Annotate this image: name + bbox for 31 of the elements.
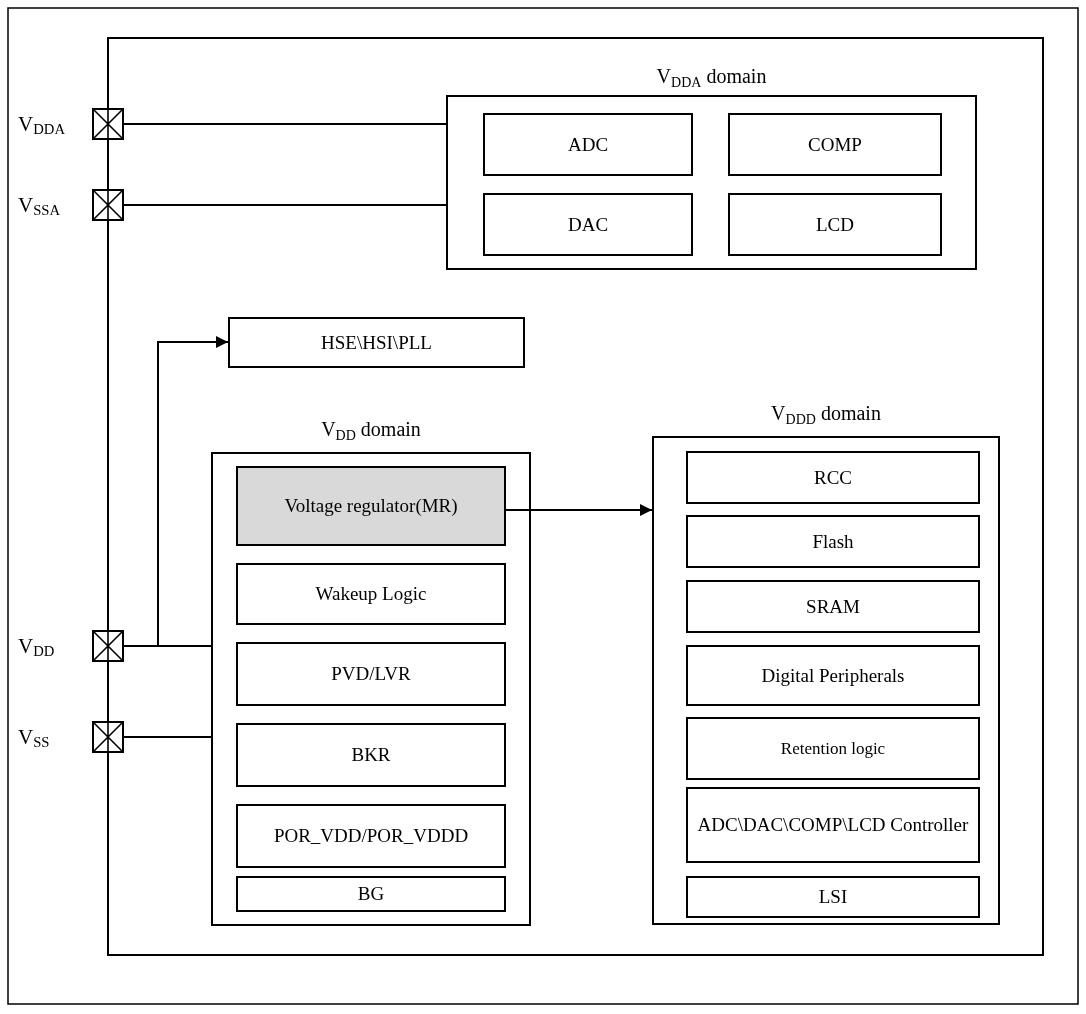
function-block: BKR (236, 723, 506, 787)
arrow (505, 504, 653, 516)
connector-line (123, 204, 447, 206)
domain-title: V$_{DD}$ domain (320, 418, 422, 441)
function-block: Retention logic (686, 717, 980, 780)
function-block: ADC\DAC\COMP\LCD Controller (686, 787, 980, 863)
connector-line (123, 123, 447, 125)
function-block: HSE\HSI\PLL (228, 317, 525, 368)
function-block: SRAM (686, 580, 980, 633)
connector-line (123, 645, 212, 647)
function-block: LSI (686, 876, 980, 918)
chip-outline (107, 37, 1044, 956)
function-block: COMP (728, 113, 942, 176)
function-block: DAC (483, 193, 693, 256)
function-block: RCC (686, 451, 980, 504)
function-block: ADC (483, 113, 693, 176)
pin-label: V$_{DD}$ (18, 633, 55, 659)
pin-label: V$_{DDA}$ (18, 111, 65, 137)
function-block: PVD/LVR (236, 642, 506, 706)
domain-title: V$_{DDD}$ domain (770, 402, 882, 425)
function-block: Wakeup Logic (236, 563, 506, 625)
connector-line (123, 736, 212, 738)
function-block: Digital Peripherals (686, 645, 980, 706)
function-block: Voltage regulator(MR) (236, 466, 506, 546)
function-block: POR_VDD/POR_VDDD (236, 804, 506, 868)
function-block: BG (236, 876, 506, 912)
domain-title: V$_{DDA}$ domain (655, 65, 768, 88)
pin-label: V$_{SSA}$ (18, 192, 61, 218)
function-block: LCD (728, 193, 942, 256)
function-block: Flash (686, 515, 980, 568)
pin-label: V$_{SS}$ (18, 724, 50, 750)
